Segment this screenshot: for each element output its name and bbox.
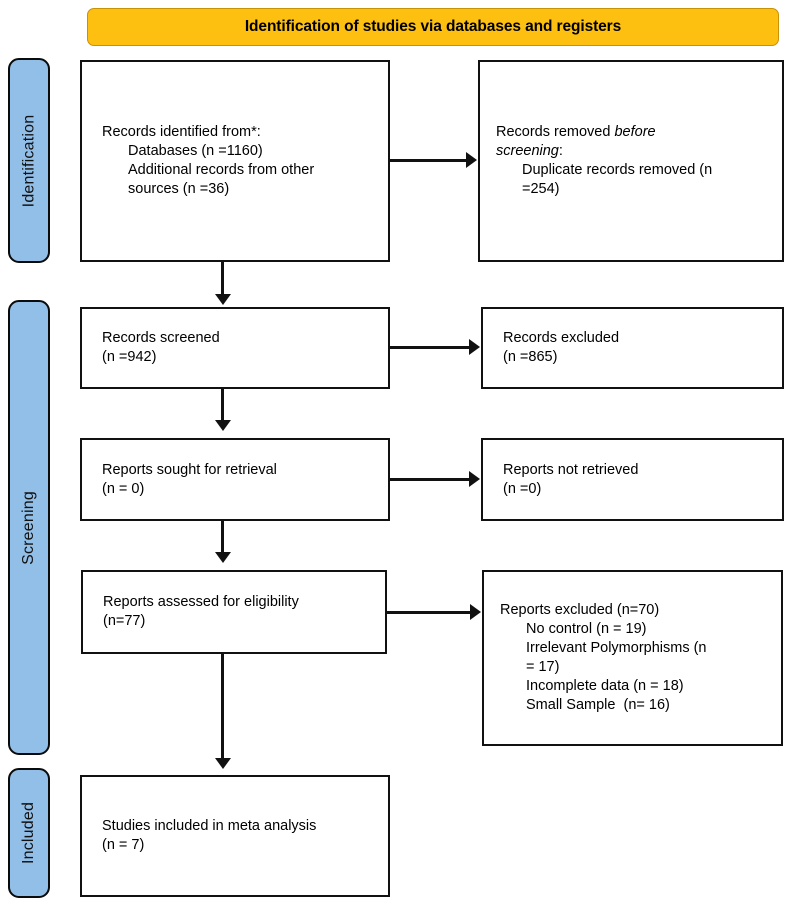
reports-excluded-line-4: = 17) xyxy=(526,659,560,675)
records-identified-line-1: Records identified from*: xyxy=(102,124,261,141)
reports-not-retrieved-line-2: (n =0) xyxy=(503,480,542,497)
stage-label-included-text: Included xyxy=(20,801,37,865)
box-reports-not-retrieved-body: Reports not retrieved (n =0) xyxy=(483,461,782,499)
reports-not-retrieved-line-1: Reports not retrieved xyxy=(503,461,639,478)
reports-sought-line-1: Reports sought for retrieval xyxy=(102,461,277,478)
arrowhead-screened-to-records-excluded xyxy=(469,339,480,355)
records-identified-line-4: sources (n =36) xyxy=(128,180,230,197)
box-studies-included: Studies included in meta analysis (n = 7… xyxy=(80,775,390,897)
box-records-removed-body: Records removed before screening: Duplic… xyxy=(480,123,782,198)
box-records-screened: Records screened (n =942) xyxy=(80,307,390,389)
stage-label-identification-text: Identification xyxy=(20,114,38,207)
reports-excluded-line-5: Incomplete data (n = 18) xyxy=(526,677,684,694)
reports-excluded-line-1: Reports excluded (n=70) xyxy=(500,602,660,619)
reports-sought-line-2: (n = 0) xyxy=(102,480,145,497)
records-removed-line-2-emphasis: screening xyxy=(496,143,559,160)
connector-sought-to-eligibility xyxy=(221,521,224,553)
box-records-screened-body: Records screened (n =942) xyxy=(82,329,388,367)
records-identified-line-2: Databases (n =1160) xyxy=(128,143,263,160)
box-records-identified-body: Records identified from*: Databases (n =… xyxy=(82,123,388,198)
reports-excluded-line-3: Irrelevant Polymorphisms (n xyxy=(526,640,707,657)
studies-included-line-1: Studies included in meta analysis xyxy=(102,818,317,835)
box-reports-excluded-body: Reports excluded (n=70) No control (n = … xyxy=(484,601,781,714)
box-reports-assessed-for-eligibility: Reports assessed for eligibility (n=77) xyxy=(81,570,387,654)
records-excluded-line-1: Records excluded xyxy=(503,330,620,347)
connector-identified-to-removed xyxy=(390,159,467,162)
arrowhead-eligibility-to-reports-excluded xyxy=(470,604,481,620)
arrowhead-sought-to-eligibility xyxy=(214,552,231,563)
reports-excluded-line-6: Small Sample (n= 16) xyxy=(526,696,670,713)
box-records-removed-before-screening: Records removed before screening: Duplic… xyxy=(478,60,784,262)
records-removed-line-1-pre: Records removed xyxy=(496,124,615,141)
stage-label-included: Included xyxy=(8,768,50,898)
arrowhead-identified-to-screened xyxy=(214,294,231,305)
stage-label-screening-text: Screening xyxy=(20,490,38,565)
records-removed-line-3: Duplicate records removed (n xyxy=(522,162,713,178)
arrowhead-screened-to-sought xyxy=(214,420,231,431)
records-removed-line-2-post: : xyxy=(558,143,563,160)
box-studies-included-body: Studies included in meta analysis (n = 7… xyxy=(82,817,388,855)
records-excluded-line-2: (n =865) xyxy=(503,349,558,365)
studies-included-line-2: (n = 7) xyxy=(102,837,145,853)
stage-label-screening: Screening xyxy=(8,300,50,755)
reports-assessed-line-1: Reports assessed for eligibility xyxy=(103,594,299,611)
diagram-title: Identification of studies via databases … xyxy=(244,18,622,35)
box-records-identified: Records identified from*: Databases (n =… xyxy=(80,60,390,262)
records-removed-line-2: screening: xyxy=(496,142,782,161)
box-reports-sought-for-retrieval: Reports sought for retrieval (n = 0) xyxy=(80,438,390,521)
arrowhead-identified-to-removed xyxy=(466,152,477,168)
box-reports-excluded: Reports excluded (n=70) No control (n = … xyxy=(482,570,783,746)
records-identified-line-3: Additional records from other xyxy=(128,162,315,178)
records-screened-line-1: Records screened xyxy=(102,330,220,347)
reports-excluded-line-2: No control (n = 19) xyxy=(526,621,647,638)
diagram-title-banner: Identification of studies via databases … xyxy=(87,8,779,46)
box-reports-not-retrieved: Reports not retrieved (n =0) xyxy=(481,438,784,521)
records-screened-line-2: (n =942) xyxy=(102,349,157,365)
records-removed-line-1: Records removed before xyxy=(496,123,782,142)
box-records-excluded: Records excluded (n =865) xyxy=(481,307,784,389)
connector-sought-to-not-retrieved xyxy=(390,478,470,481)
records-removed-line-4: =254) xyxy=(522,180,560,197)
box-reports-sought-body: Reports sought for retrieval (n = 0) xyxy=(82,461,388,499)
connector-screened-to-sought xyxy=(221,389,224,421)
reports-assessed-line-2: (n=77) xyxy=(103,613,146,629)
arrowhead-sought-to-not-retrieved xyxy=(469,471,480,487)
connector-eligibility-to-included xyxy=(221,654,224,759)
arrowhead-eligibility-to-included xyxy=(214,758,231,769)
box-records-excluded-body: Records excluded (n =865) xyxy=(483,329,782,367)
records-removed-line-1-emphasis: before xyxy=(614,124,656,141)
connector-screened-to-records-excluded xyxy=(390,346,470,349)
connector-identified-to-screened xyxy=(221,262,224,296)
stage-label-identification: Identification xyxy=(8,58,50,263)
connector-eligibility-to-reports-excluded xyxy=(387,611,471,614)
box-reports-assessed-body: Reports assessed for eligibility (n=77) xyxy=(83,593,385,631)
